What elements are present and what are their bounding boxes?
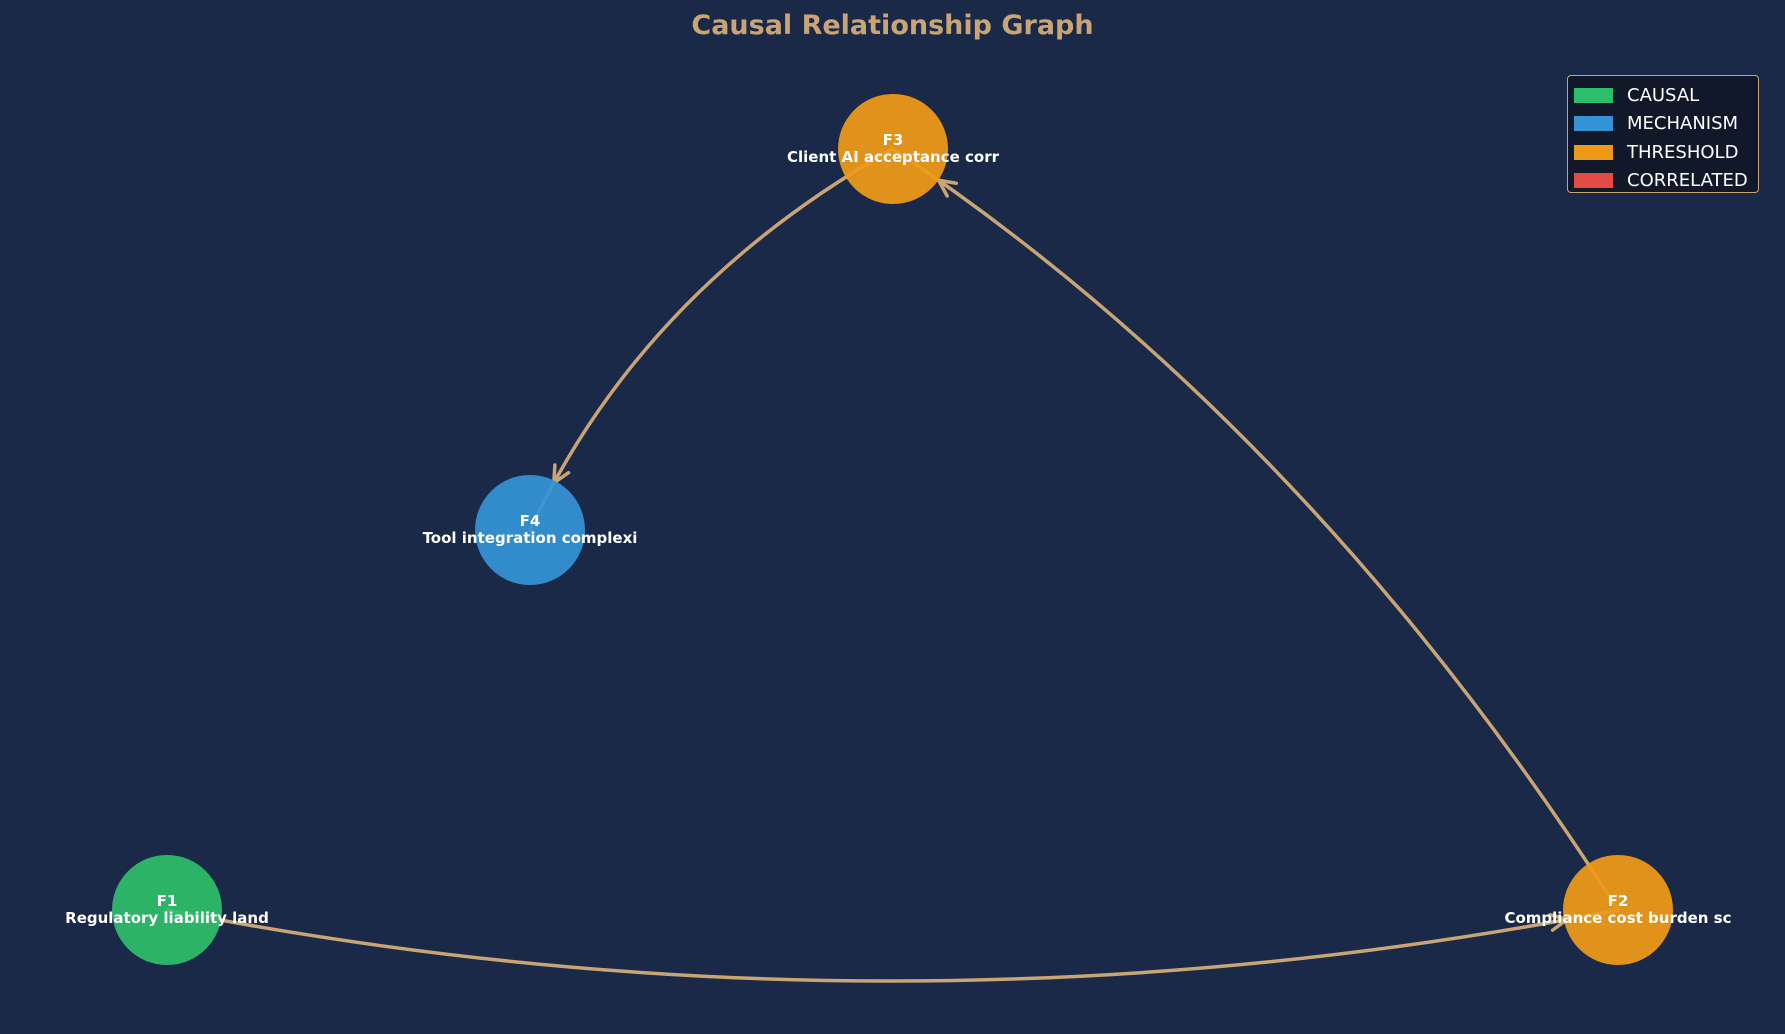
edge-line: [891, 147, 1620, 912]
node-circle[interactable]: [475, 475, 585, 585]
node-id: F3: [883, 131, 904, 149]
legend-label: CAUSAL: [1627, 84, 1700, 106]
legend-item-mechanism: MECHANISM: [1574, 110, 1758, 139]
legend-label: MECHANISM: [1627, 113, 1739, 135]
node-circle[interactable]: [1563, 855, 1673, 965]
legend-item-causal: CAUSAL: [1574, 81, 1758, 110]
legend-label: THRESHOLD: [1627, 141, 1739, 163]
legend: CAUSAL MECHANISM THRESHOLD CORRELATED: [1567, 75, 1759, 193]
graph-title: Causal Relationship Graph: [691, 10, 1094, 41]
edge-f1-f2: [165, 908, 1620, 983]
edge-f3-f4: [528, 147, 895, 532]
node-label: Tool integration complexi: [423, 529, 638, 547]
arrowhead-icon: [936, 178, 959, 198]
node-circle[interactable]: [838, 94, 948, 204]
edges-layer: [165, 147, 1620, 983]
legend-swatch: [1574, 116, 1613, 132]
legend-swatch: [1574, 87, 1613, 103]
node-label: Compliance cost burden sc: [1504, 909, 1731, 927]
legend-swatch: [1574, 144, 1613, 160]
edge-line: [528, 147, 895, 532]
legend-item-threshold: THRESHOLD: [1574, 138, 1758, 167]
node-label: Regulatory liability land: [65, 909, 269, 927]
legend-item-correlated: CORRELATED: [1574, 167, 1758, 196]
node-id: F1: [157, 892, 178, 910]
edge-line: [165, 908, 1620, 983]
legend-swatch: [1574, 173, 1613, 189]
node-id: F4: [520, 512, 541, 530]
node-label: Client AI acceptance corr: [787, 148, 1000, 166]
node-circle[interactable]: [112, 855, 222, 965]
edge-f2-f3: [891, 147, 1620, 912]
legend-label: CORRELATED: [1627, 170, 1748, 192]
node-id: F2: [1608, 892, 1629, 910]
